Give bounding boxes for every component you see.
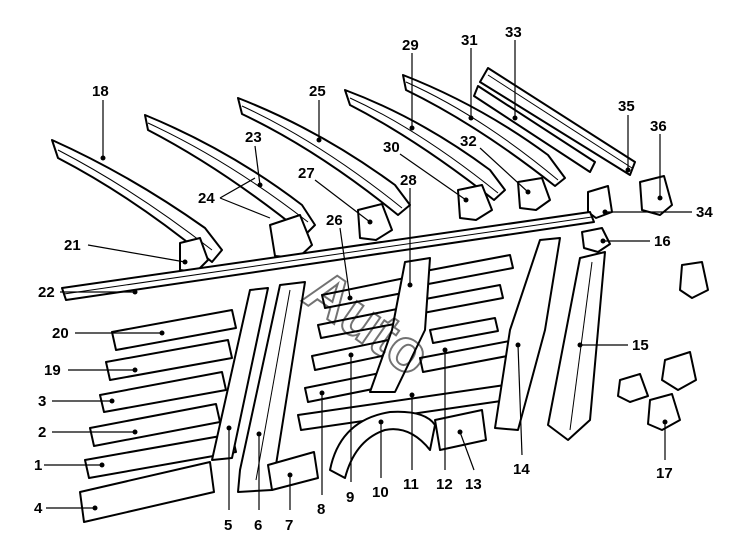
bracket-right-1 [679,261,709,299]
label-5: 5 [224,517,232,534]
rear-pillar-14 [494,237,561,431]
label-1: 1 [34,457,42,474]
callout-labels: 1 2 3 4 5 6 7 8 9 10 11 12 13 14 15 16 1… [34,24,713,534]
bracket-16 [581,227,611,253]
bracket-17 [647,393,681,431]
label-7: 7 [285,517,293,534]
label-28: 28 [400,172,417,189]
label-15: 15 [632,337,649,354]
label-33: 33 [505,24,522,41]
bracket-27 [357,203,393,241]
roof-bow-25 [237,97,411,216]
label-21: 21 [64,237,81,254]
label-6: 6 [254,517,262,534]
leader-lines [44,40,692,511]
label-2: 2 [38,424,46,441]
bracket-right-2 [661,351,697,391]
roof-bow-31 [402,74,566,187]
label-19: 19 [44,362,61,379]
label-9: 9 [346,489,354,506]
label-34: 34 [696,204,713,221]
label-14: 14 [513,461,530,478]
bracket-32 [517,177,551,211]
bracket-30 [457,184,493,221]
roof-bow-18 [51,139,223,263]
label-8: 8 [317,501,325,518]
right-strip-b [419,284,504,314]
label-3: 3 [38,393,46,410]
label-22: 22 [38,284,55,301]
label-13: 13 [465,476,482,493]
label-17: 17 [656,465,673,482]
wheel-arch-10 [329,410,436,479]
strip-1 [84,433,237,479]
label-36: 36 [650,118,667,135]
bracket-right-3 [617,373,649,403]
bracket-36 [639,175,673,216]
sill-4 [79,461,215,523]
label-24: 24 [198,190,215,207]
label-29: 29 [402,37,419,54]
roof-bow-29 [344,89,506,201]
plate-7 [267,451,319,491]
strip-3 [99,371,227,413]
label-27: 27 [298,165,315,182]
label-32: 32 [460,133,477,150]
long-rail-22 [61,211,595,301]
label-10: 10 [372,484,389,501]
right-strip-a [419,254,514,286]
roof-rail-33 [473,67,636,176]
bracket-24 [269,214,313,259]
strip-20 [111,309,237,351]
rear-pillar-15 [547,251,606,441]
label-20: 20 [52,325,69,342]
label-23: 23 [245,129,262,146]
pillar-5 [211,287,269,461]
label-25: 25 [309,83,326,100]
roof-bow-23 [144,114,316,236]
bracket-34 [587,185,613,219]
label-31: 31 [461,32,478,49]
label-18: 18 [92,83,109,100]
right-strip-c [429,317,499,344]
label-26: 26 [326,212,343,229]
label-16: 16 [654,233,671,250]
label-35: 35 [618,98,635,115]
label-12: 12 [436,476,453,493]
label-11: 11 [403,476,419,493]
center-pillar-28 [369,257,431,393]
pillar-6 [237,281,306,493]
label-30: 30 [383,139,400,156]
label-4: 4 [34,500,43,517]
